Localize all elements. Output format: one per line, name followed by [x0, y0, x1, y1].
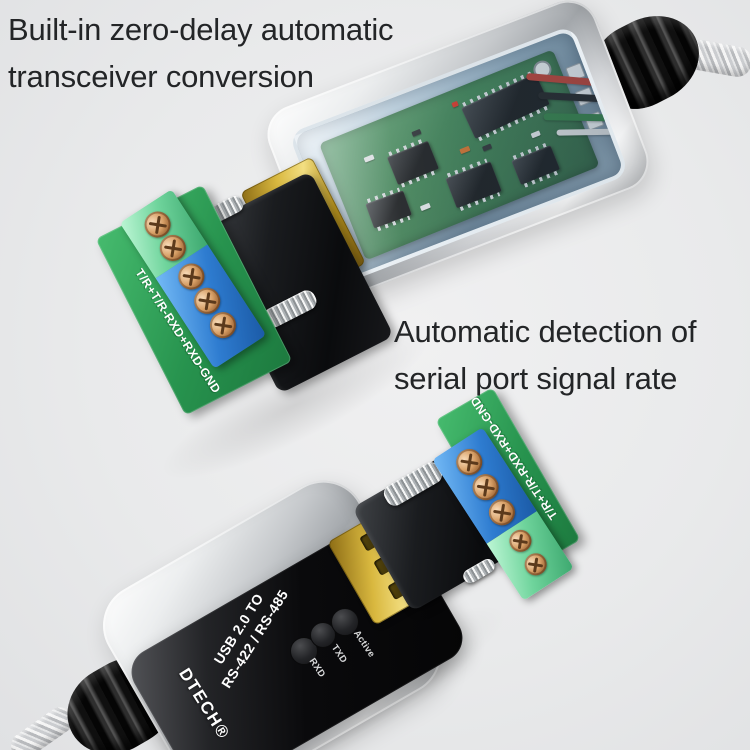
smd-resistor	[459, 145, 471, 155]
feature-caption-1: Built-in zero-delay automatic transceive…	[8, 6, 394, 100]
smd-capacitor	[411, 128, 422, 137]
feature-caption-1-line1: Built-in zero-delay automatic	[8, 12, 394, 47]
ic-chip	[445, 161, 502, 209]
ic-chip	[511, 145, 561, 185]
white-wire	[556, 128, 615, 136]
green-wire	[543, 113, 608, 122]
feature-caption-2: Automatic detection of serial port signa…	[394, 308, 697, 402]
ic-chip	[386, 140, 439, 186]
led-component	[451, 100, 459, 108]
led-active	[331, 608, 359, 636]
feature-caption-1-line2: transceiver conversion	[8, 59, 314, 94]
smd-capacitor	[481, 143, 493, 152]
ic-chip-main	[461, 73, 550, 139]
feature-caption-2-line1: Automatic detection of	[394, 314, 697, 349]
smd-resistor	[419, 202, 431, 212]
ic-chip	[365, 190, 412, 229]
feature-caption-2-line2: serial port signal rate	[394, 361, 678, 396]
smd-resistor	[530, 130, 541, 139]
smd-resistor	[363, 154, 375, 163]
